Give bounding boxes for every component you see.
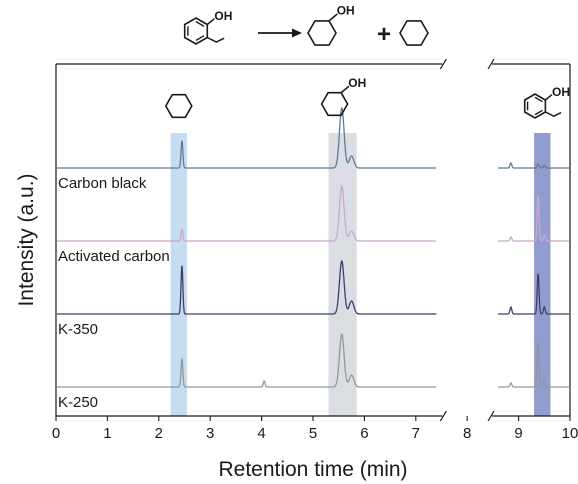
series-label-3: K-250 bbox=[58, 394, 98, 411]
trace-1-segment-0 bbox=[57, 185, 437, 242]
methoxy-bond bbox=[206, 36, 225, 43]
ring-outline bbox=[320, 91, 349, 117]
trace-3-segment-1 bbox=[498, 341, 569, 388]
hydroxyl-label: OH bbox=[348, 76, 366, 90]
x-tick-label-0: 0 bbox=[52, 425, 60, 442]
highlight-bands bbox=[170, 133, 551, 416]
ring-double-bond bbox=[195, 21, 205, 27]
break-mark-0-0 bbox=[439, 58, 447, 70]
y-axis-label: Intensity (a.u.) bbox=[15, 173, 38, 306]
x-tick-label-7: 7 bbox=[412, 425, 420, 442]
ring-double-bond bbox=[534, 109, 543, 116]
axis-break-marks bbox=[439, 58, 495, 422]
break-mark-1-0 bbox=[439, 410, 447, 422]
cyclohexane-band-icon bbox=[164, 93, 193, 119]
ring-outline bbox=[307, 20, 337, 46]
hydroxyl-bond bbox=[328, 13, 338, 22]
trace-1-segment-1 bbox=[498, 194, 569, 242]
ring-double-bond bbox=[195, 35, 205, 41]
hydroxyl-bond bbox=[340, 85, 350, 94]
hydroxyl-label: OH bbox=[552, 85, 570, 99]
hydroxyl-bond bbox=[206, 18, 215, 26]
ring-outline bbox=[523, 93, 547, 119]
x-axis-label: Retention time (min) bbox=[218, 458, 407, 481]
trace-2-segment-1 bbox=[498, 273, 569, 315]
reaction-scheme: OH OH + bbox=[183, 4, 429, 48]
cyclohexanol-band-icon: OH bbox=[320, 76, 366, 117]
x-tick-label-2: 2 bbox=[155, 425, 163, 442]
ring-double-bond bbox=[534, 96, 543, 103]
series-label-2: K-350 bbox=[58, 321, 98, 338]
x-tick-label-8: 8 bbox=[463, 425, 471, 442]
axes-frame bbox=[55, 63, 571, 417]
methoxy-bond bbox=[545, 111, 562, 118]
series-label-0: Carbon black bbox=[58, 175, 147, 192]
x-tick-label-4: 4 bbox=[257, 425, 265, 442]
cyclohexane-structure bbox=[399, 20, 429, 46]
x-tick-label-9: 9 bbox=[514, 425, 522, 442]
hydroxyl-label: OH bbox=[337, 4, 355, 18]
trace-2-segment-0 bbox=[57, 260, 437, 315]
band-structure-icons: OH OH bbox=[164, 76, 570, 119]
trace-0-segment-1 bbox=[498, 162, 569, 169]
cyclohexanol-structure: OH bbox=[307, 4, 355, 46]
break-mark-1-1 bbox=[487, 410, 495, 422]
chromatogram-traces bbox=[57, 107, 569, 388]
x-axis-ticks: 0 1 2 3 4 5 6 7 8 9 10 bbox=[52, 416, 578, 442]
x-tick-label-5: 5 bbox=[309, 425, 317, 442]
highlight-band-cyclohexanol bbox=[328, 133, 357, 416]
trace-0-segment-0 bbox=[57, 107, 437, 169]
highlight-band-cyclohexane bbox=[170, 133, 188, 416]
break-mark-0-1 bbox=[487, 58, 495, 70]
hydroxyl-label: OH bbox=[214, 9, 232, 23]
trace-3-segment-0 bbox=[57, 333, 437, 388]
hydroxyl-bond bbox=[544, 94, 553, 101]
x-tick-label-10: 10 bbox=[562, 425, 578, 442]
guaiacol-structure: OH bbox=[183, 9, 232, 45]
x-tick-label-3: 3 bbox=[206, 425, 214, 442]
reaction-arrow-head bbox=[292, 28, 302, 38]
series-label-1: Activated carbon bbox=[58, 248, 170, 265]
x-tick-label-1: 1 bbox=[103, 425, 111, 442]
guaiacol-band-icon: OH bbox=[523, 85, 570, 119]
x-tick-label-6: 6 bbox=[360, 425, 368, 442]
plus-sign: + bbox=[377, 21, 391, 48]
